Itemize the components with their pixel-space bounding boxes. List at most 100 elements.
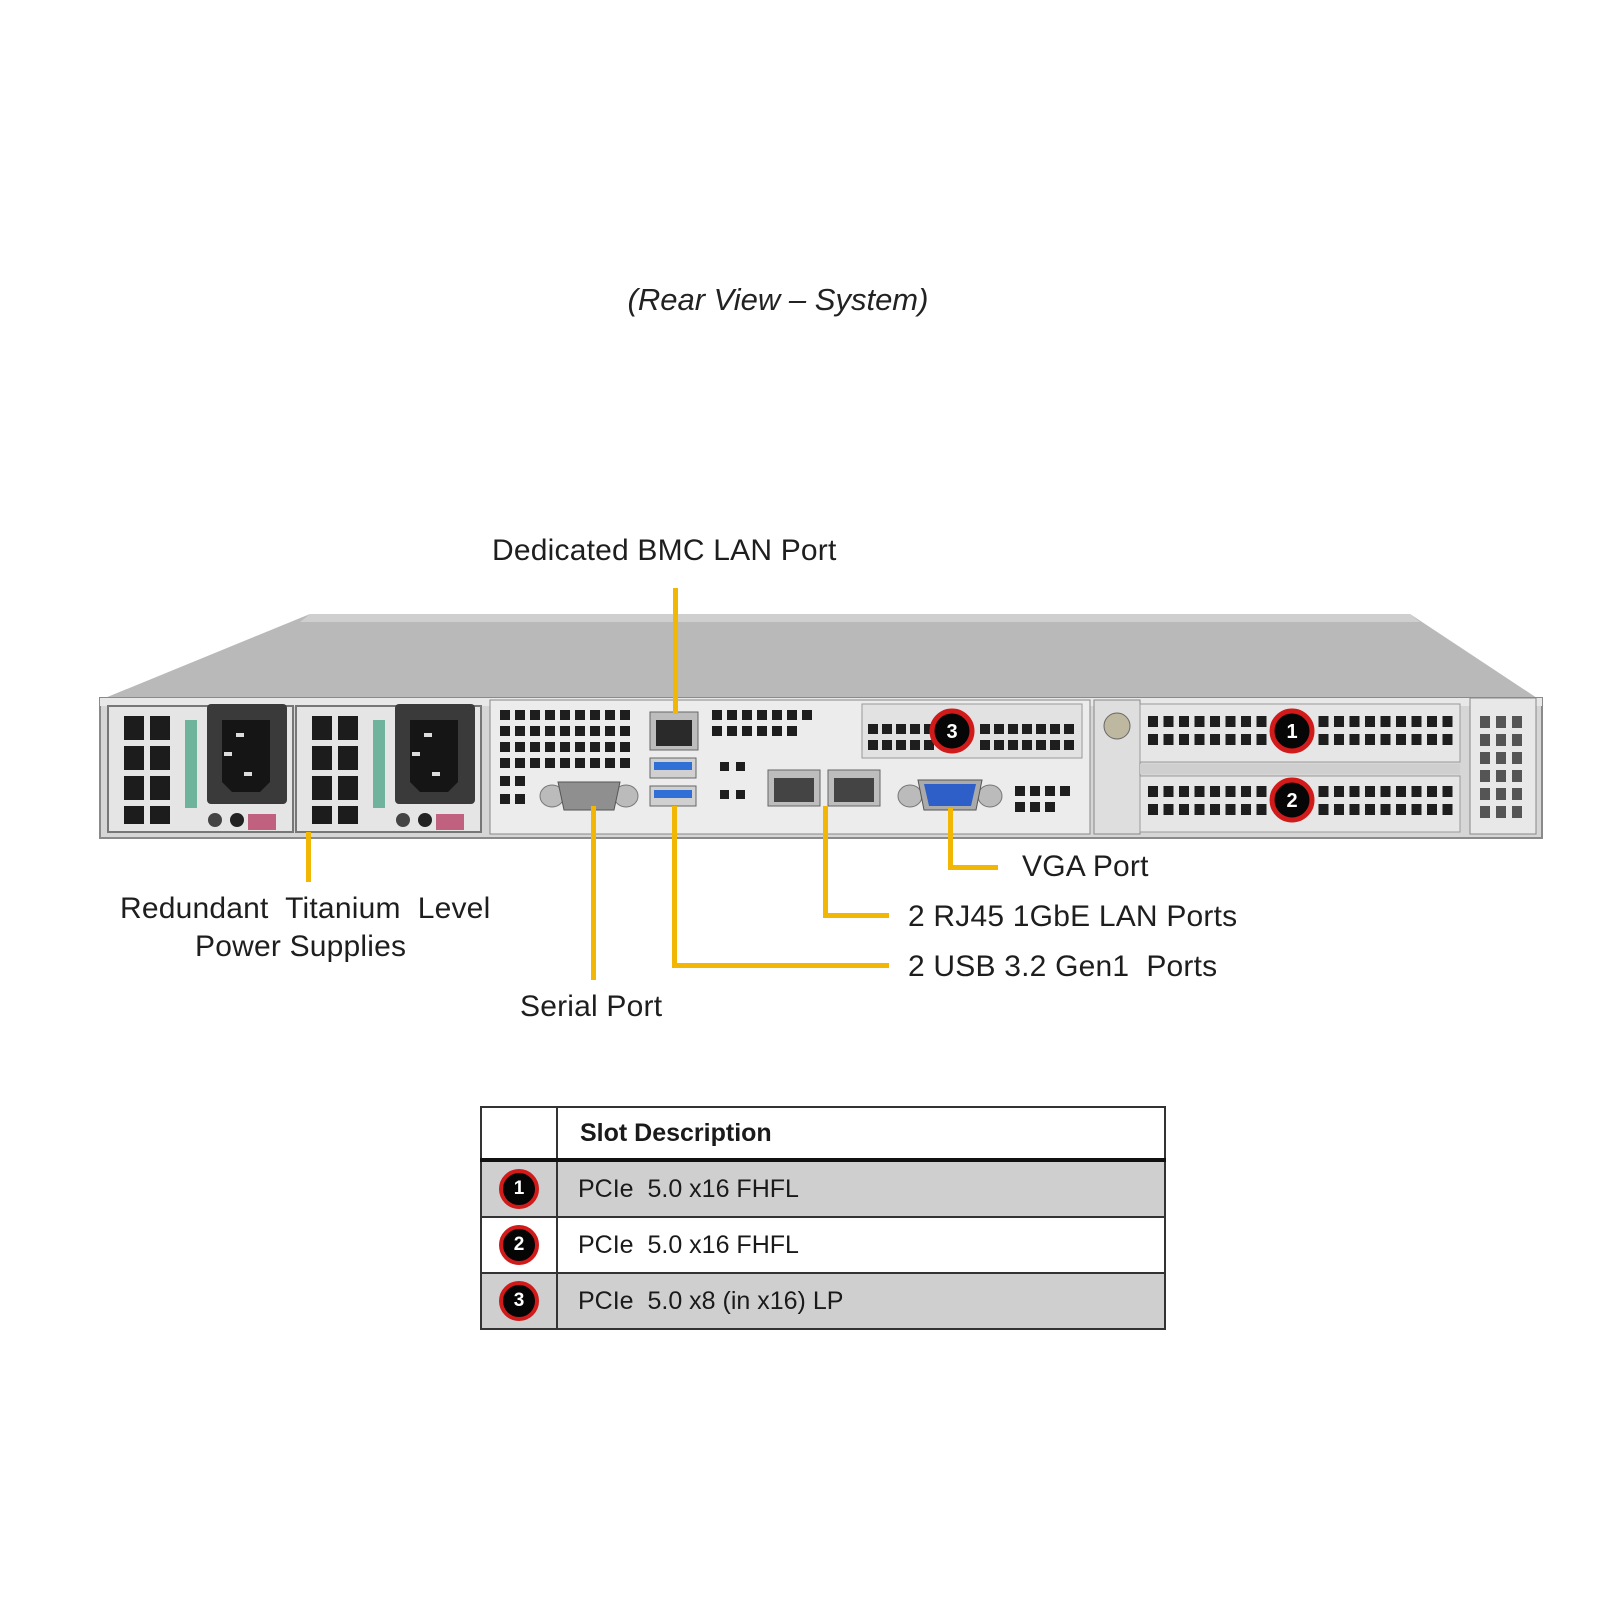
table-row: 2 PCIe 5.0 x16 FHFL — [480, 1216, 1166, 1274]
io-vent-left — [500, 710, 630, 804]
label-bmc-lan-port: Dedicated BMC LAN Port — [492, 534, 837, 567]
vent-hole — [1256, 716, 1267, 727]
vent-hole — [1163, 786, 1174, 797]
vent-hole — [1179, 734, 1189, 745]
vent-hole — [1396, 716, 1406, 727]
vent-hole — [1349, 786, 1360, 797]
table-header-row: Slot Description — [480, 1106, 1166, 1162]
vent-hole — [1349, 716, 1360, 727]
vent-hole — [1241, 804, 1251, 815]
vent-hole — [1334, 804, 1344, 815]
vent-hole — [1179, 716, 1189, 727]
vent-hole — [1256, 804, 1267, 815]
right-side-vent — [1469, 697, 1537, 835]
vent-hole — [1411, 734, 1422, 745]
vent-hole — [1334, 716, 1344, 727]
bmc-lan-port — [649, 711, 699, 751]
vent-hole — [1396, 804, 1406, 815]
leader-line-psu — [306, 832, 311, 882]
vent-hole — [1210, 804, 1220, 815]
header-slot-description: Slot Description — [556, 1106, 1166, 1162]
vent-hole — [1396, 786, 1406, 797]
power-supply-1 — [107, 704, 294, 833]
vent-hole — [1318, 786, 1329, 797]
table-row: 3 PCIe 5.0 x8 (in x16) LP — [480, 1272, 1166, 1330]
vent-hole — [1194, 804, 1205, 815]
vent-hole — [1411, 786, 1422, 797]
leader-line-lan-h — [823, 913, 889, 918]
vent-hole — [1225, 734, 1236, 745]
vent-hole — [1442, 804, 1453, 815]
vent-hole — [1349, 804, 1360, 815]
label-lan-ports: 2 RJ45 1GbE LAN Ports — [908, 900, 1238, 933]
vent-hole — [1163, 716, 1174, 727]
vent-hole — [1148, 786, 1158, 797]
leader-line-lan-v — [823, 806, 828, 918]
leader-line-usb-h — [672, 963, 889, 968]
table-row: 1 PCIe 5.0 x16 FHFL — [480, 1159, 1166, 1218]
vent-hole — [1365, 804, 1375, 815]
vent-hole — [1210, 734, 1220, 745]
vent-hole — [1225, 804, 1236, 815]
label-usb-ports: 2 USB 3.2 Gen1 Ports — [908, 950, 1218, 983]
vent-hole — [1427, 734, 1437, 745]
vent-hole — [1163, 734, 1174, 745]
vent-hole — [1194, 734, 1205, 745]
vent-hole — [1241, 786, 1251, 797]
vent-hole — [1163, 804, 1174, 815]
vent-hole — [1380, 804, 1391, 815]
io-vent-right — [1015, 786, 1070, 812]
vent-hole — [1179, 804, 1189, 815]
label-serial-port: Serial Port — [520, 990, 663, 1023]
vent-hole — [1194, 786, 1205, 797]
usb-ports — [649, 757, 697, 807]
slot-badge-3-text: 3 — [946, 721, 957, 743]
slot-badge-2-text: 2 — [1286, 790, 1297, 812]
vent-hole — [1256, 786, 1267, 797]
vent-hole — [1334, 734, 1344, 745]
serial-port — [539, 781, 639, 811]
leader-line-usb-v — [672, 806, 677, 968]
slot-description-table: Slot Description 1 PCIe 5.0 x16 FHFL 2 P… — [480, 1106, 1166, 1330]
slot-number-badge: 2 — [499, 1225, 539, 1265]
vent-hole — [1318, 734, 1329, 745]
vent-hole — [1411, 716, 1422, 727]
slot-badge-2: 2 — [1269, 777, 1315, 823]
vent-hole — [1194, 716, 1205, 727]
label-vga-port: VGA Port — [1022, 850, 1149, 883]
header-slot-number — [480, 1106, 558, 1162]
vent-hole — [1442, 734, 1453, 745]
vent-hole — [1210, 786, 1220, 797]
vent-hole — [1380, 734, 1391, 745]
slot-badge-3: 3 — [929, 708, 975, 754]
vent-hole — [1225, 716, 1236, 727]
vent-hole — [1427, 804, 1437, 815]
leader-line-bmc — [673, 588, 678, 714]
slot-description: PCIe 5.0 x8 (in x16) LP — [556, 1272, 1166, 1330]
label-psu-line-2: Power Supplies — [195, 930, 407, 963]
chassis-top-highlight — [300, 614, 1420, 622]
vent-hole — [1210, 716, 1220, 727]
vent-hole — [1225, 786, 1236, 797]
vent-hole — [1427, 716, 1437, 727]
vent-hole — [1396, 734, 1406, 745]
vent-hole — [1442, 786, 1453, 797]
vent-hole — [1318, 804, 1329, 815]
slot-badge-1: 1 — [1269, 708, 1315, 754]
thumbscrew — [1103, 712, 1131, 740]
vent-hole — [1179, 786, 1189, 797]
label-psu-line-1: Redundant Titanium Level — [120, 892, 491, 925]
figure-caption: (Rear View – System) — [0, 282, 1600, 318]
vent-hole — [1380, 786, 1391, 797]
slot-description: PCIe 5.0 x16 FHFL — [556, 1216, 1166, 1274]
vent-hole — [1148, 716, 1158, 727]
vent-hole — [1148, 734, 1158, 745]
rj45-lan-ports — [767, 769, 881, 807]
vent-hole — [1349, 734, 1360, 745]
leader-line-serial — [591, 806, 596, 980]
vent-hole — [1256, 734, 1267, 745]
vent-hole — [1365, 716, 1375, 727]
vent-hole — [1365, 786, 1375, 797]
vent-hole — [1380, 716, 1391, 727]
